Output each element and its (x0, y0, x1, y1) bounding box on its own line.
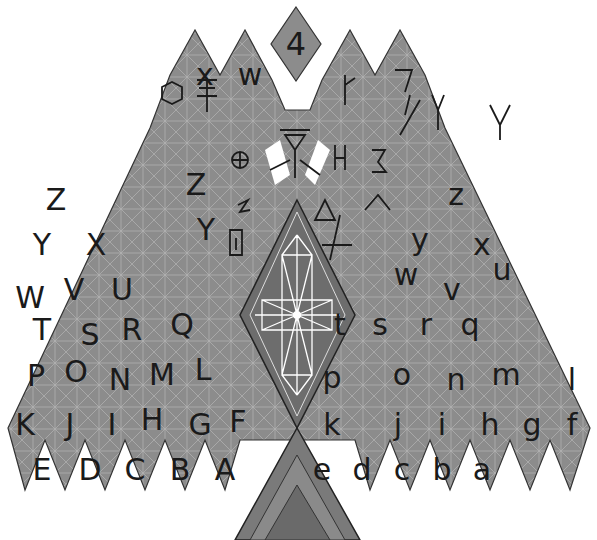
alphabet-letter: W (15, 283, 45, 313)
alphabet-letter: o (393, 360, 411, 390)
alphabet-letter: Y (197, 215, 215, 245)
diamond-shape (271, 7, 321, 81)
alphabet-letter: w (238, 60, 263, 90)
alphabet-letter: h (480, 410, 499, 440)
mountain-shape (8, 30, 590, 490)
alphabet-letter: J (66, 410, 75, 440)
alphabet-letter: K (15, 410, 35, 440)
alphabet-letter: N (109, 365, 131, 395)
alphabet-letter: Z (186, 170, 207, 200)
alphabet-letter: w (394, 260, 419, 290)
alphabet-letter: D (78, 455, 101, 485)
alphabet-letter: L (195, 355, 212, 385)
alphabet-letter: R (122, 315, 143, 345)
alphabet-letter: S (80, 320, 99, 350)
alphabet-letter: E (33, 455, 52, 485)
alphabet-letter: B (170, 455, 191, 485)
alphabet-letter: d (352, 455, 371, 485)
alphabet-letter: l (568, 365, 576, 395)
alphabet-letter: a (473, 455, 491, 485)
alphabet-letter: t (334, 310, 346, 340)
alphabet-letter: m (491, 360, 520, 390)
alphabet-letter: g (522, 410, 541, 440)
alphabet-letter: x (196, 60, 214, 90)
alphabet-letter: I (108, 410, 117, 440)
alphabet-letter: y (411, 225, 429, 255)
alphabet-letter: F (229, 407, 246, 437)
alphabet-letter: f (567, 410, 578, 440)
rune-symbols (162, 70, 510, 260)
alphabet-letter: Z (46, 185, 67, 215)
alphabet-letter: i (438, 410, 446, 440)
diamond-number: 4 (286, 28, 306, 60)
alphabet-letter: j (394, 410, 402, 440)
central-diamond (240, 200, 355, 428)
alphabet-letter: u (492, 255, 511, 285)
alphabet-letter: O (64, 357, 88, 387)
alphabet-letter: s (372, 310, 388, 340)
alphabet-letter: k (323, 410, 340, 440)
alphabet-letter: Y (33, 230, 51, 260)
alphabet-letter: x (473, 230, 491, 260)
alphabet-letter: X (86, 230, 107, 260)
alphabet-letter: V (64, 275, 85, 305)
alphabet-letter: H (141, 405, 164, 435)
alphabet-letter: z (448, 180, 464, 210)
alphabet-letter: r (420, 310, 432, 340)
alphabet-letter: U (111, 275, 133, 305)
alphabet-letter: c (394, 455, 411, 485)
alphabet-letter: P (27, 361, 45, 391)
alphabet-letter: T (33, 315, 51, 345)
top-diamond: 4 (270, 6, 322, 82)
alphabet-letter: G (188, 410, 211, 440)
alphabet-letter: b (432, 455, 451, 485)
alphabet-letter: e (313, 455, 331, 485)
alphabet-letter: M (149, 360, 175, 390)
bottom-triangle (235, 428, 360, 540)
alphabet-letter: Q (170, 310, 194, 340)
alphabet-letter: q (460, 310, 479, 340)
alphabet-letter: C (125, 455, 146, 485)
alphabet-letter: A (215, 455, 236, 485)
alphabet-letter: p (322, 363, 341, 393)
alphabet-letter: v (443, 275, 461, 305)
alphabet-letter: n (446, 365, 465, 395)
